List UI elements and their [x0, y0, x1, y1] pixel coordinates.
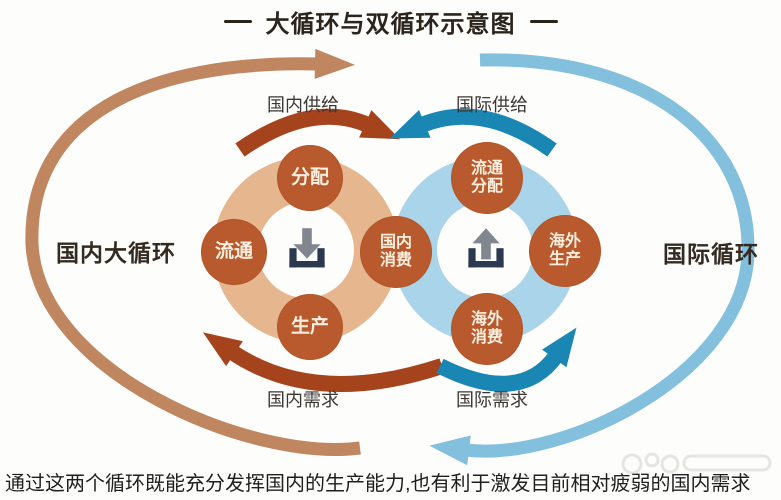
node-circulation: 流通	[201, 219, 267, 285]
label-domestic-demand: 国内需求	[267, 390, 339, 410]
download-icon	[289, 228, 325, 268]
node-overseas-production: 海外 生产	[529, 215, 601, 287]
node-distribution: 分配	[277, 145, 343, 211]
node-domestic-consumption: 国内 消费	[360, 216, 432, 288]
node-circulation-distribution: 流通 分配	[451, 142, 523, 214]
node-overseas-consumption: 海外 消费	[451, 293, 523, 365]
label-domestic-supply: 国内供给	[267, 95, 339, 115]
domestic-supply-arrow	[235, 108, 400, 157]
label-domestic-cycle: 国内大循环	[56, 240, 176, 266]
domestic-orbit-arrow	[25, 48, 361, 456]
international-orbit-arrow	[429, 53, 755, 466]
label-international-supply: 国际供给	[456, 95, 528, 115]
caption-text: 通过这两个循环既能充分发挥国内的生产能力,也有利于激发目前相对疲弱的国内需求	[5, 473, 751, 495]
label-international-cycle: 国际循环	[663, 241, 759, 267]
page-title: 大循环与双循环示意图	[265, 11, 516, 38]
title-rule-right	[529, 20, 558, 23]
domestic-demand-arrow	[202, 332, 445, 392]
international-demand-arrow	[436, 327, 577, 392]
node-production: 生产	[277, 294, 343, 360]
upload-icon	[468, 228, 504, 268]
label-international-demand: 国际需求	[456, 390, 528, 410]
international-supply-arrow	[389, 108, 557, 157]
title-rule-left	[223, 20, 252, 23]
title-bar: 大循环与双循环示意图	[0, 4, 781, 39]
